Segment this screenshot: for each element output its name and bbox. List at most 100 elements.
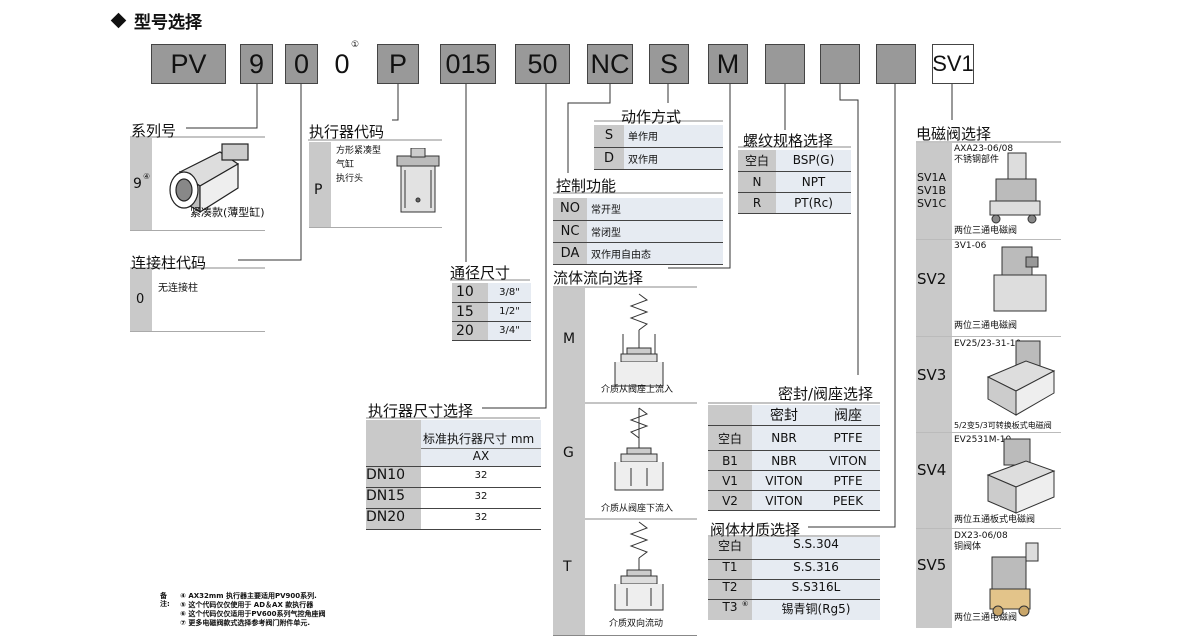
column-code-header: 连接柱代码	[131, 254, 207, 272]
sv5-image	[989, 542, 1039, 617]
note-item: ⑤ 这个代码仅仅使用于 AD＆AX 款执行器	[180, 601, 314, 609]
seal-code: V2	[708, 490, 752, 511]
actuator-size-col-header: 标准执行器尺寸 mm	[423, 432, 535, 446]
solenoid-header: 电磁阀选择	[916, 125, 992, 143]
solenoid-model: 3V1-06	[954, 241, 987, 251]
seal-col2: 阀座	[816, 405, 880, 426]
actuator-code-cell	[309, 142, 331, 227]
column-code-desc: 无连接柱	[158, 283, 198, 294]
body-material: 锡青铜(Rg5)	[752, 600, 880, 620]
control-desc: 常闭型	[587, 220, 723, 243]
flow-caption: 介质从阀座下流入	[601, 504, 674, 514]
code-box-action: S	[649, 44, 689, 84]
solenoid-panel: SV1A SV1B SV1C SV2 SV3 SV4 SV5 AXA23-06/…	[916, 143, 1061, 628]
control-desc: 双作用自由态	[587, 242, 723, 265]
sv3-image	[986, 340, 1056, 416]
seat-material: PTFE	[816, 425, 880, 451]
solenoid-caption: 两位五通板式电磁阀	[954, 515, 1036, 525]
action-desc: 单作用	[624, 125, 723, 148]
body-row: T3 ⑥ 锡青铜(Rg5)	[708, 600, 880, 620]
seal-material: VITON	[752, 470, 816, 491]
code-box-bore: 015	[440, 44, 496, 84]
bore-code: 20	[452, 321, 488, 341]
flow-caption: 介质从阀座上流入	[601, 385, 674, 395]
actuator-size-value: 32	[474, 470, 488, 481]
series-code-cell	[130, 138, 152, 230]
actuator-size-sub-header: AX	[421, 448, 541, 466]
seal-col1: 密封	[752, 405, 816, 426]
flow-header: 流体流向选择	[553, 269, 644, 287]
actuator-code-value: P	[314, 182, 323, 198]
body-material: S.S.304	[752, 537, 880, 559]
code-note-mark: ①	[351, 40, 360, 50]
thread-value: NPT	[776, 171, 851, 193]
body-header: 阀体材质选择	[710, 521, 801, 539]
seal-material: NBR	[752, 450, 816, 471]
code-box-actuator-size: 50	[515, 44, 570, 84]
solenoid-codes: SV1A SV1B SV1C	[917, 171, 947, 210]
bore-header: 通径尺寸	[450, 264, 511, 282]
code-fixed-zero: 0	[334, 48, 350, 79]
seal-material: VITON	[752, 490, 816, 511]
flow-code: T	[563, 559, 572, 575]
solenoid-sub: 不锈钢部件	[954, 155, 1000, 165]
solenoid-codes: SV4	[917, 461, 947, 479]
actuator-size-row: DN10 32	[366, 467, 541, 488]
bore-code: 10	[452, 283, 488, 303]
sv1-image	[989, 152, 1041, 224]
actuator-size-header: 执行器尺寸选择	[368, 402, 474, 420]
note-item: ⑦ 更多电磁阀款式选择参考阀门附件单元.	[180, 619, 311, 627]
thread-value: BSP(G)	[776, 150, 851, 172]
seal-code: B1	[708, 450, 752, 471]
action-code: D	[594, 147, 624, 170]
control-code: NC	[553, 220, 587, 243]
body-row: T1 S.S.316	[708, 560, 880, 580]
thread-code: N	[738, 171, 776, 193]
body-table: 空白 S.S.304 T1 S.S.316 T2 S.S316L T3 ⑥ 锡青…	[708, 537, 880, 621]
bore-size: 1/2"	[488, 302, 531, 322]
action-desc: 双作用	[624, 147, 723, 170]
column-code-panel: 0 无连接柱	[130, 269, 265, 332]
actuator-size-value: 32	[474, 491, 488, 502]
code-box-body	[876, 44, 916, 84]
code-box-actuator: P	[377, 44, 419, 84]
thread-code: 空白	[738, 150, 776, 172]
solenoid-sub: 铜阀体	[954, 542, 982, 552]
code-box-series-prefix: PV	[151, 44, 226, 84]
flow-g-diagram	[614, 407, 664, 491]
actuator-size-panel: 标准执行器尺寸 mm AX DN10 32 DN15 32 DN20 32	[366, 420, 541, 530]
square-actuator-image	[396, 148, 440, 213]
action-header: 动作方式	[621, 108, 682, 126]
solenoid-caption: 两位三通电磁阀	[954, 226, 1018, 236]
body-note-mark: ⑥	[742, 600, 749, 608]
column-code-cell	[130, 269, 152, 331]
code-box-series: 9	[240, 44, 273, 84]
actuator-code-header: 执行器代码	[309, 123, 385, 141]
solenoid-caption: 两位三通电磁阀	[954, 321, 1018, 331]
flow-caption: 介质双向流动	[609, 619, 664, 629]
body-material: S.S316L	[752, 580, 880, 599]
actuator-code-desc-2: 气缸	[336, 160, 355, 170]
solenoid-model: EV25/23-31-10	[954, 339, 1022, 349]
solenoid-codes: SV5	[917, 556, 947, 574]
actuator-code-desc-3: 执行头	[336, 174, 364, 184]
sv2-image	[993, 246, 1047, 312]
solenoid-caption: 5/2变5/3可转换板式电磁阀	[954, 421, 1052, 430]
code-box-solenoid: SV1	[932, 44, 974, 84]
control-desc: 常开型	[587, 198, 723, 221]
body-row: T2 S.S316L	[708, 580, 880, 600]
solenoid-caption: 两位三通电磁阀	[954, 613, 1018, 623]
bore-size: 3/8"	[488, 283, 531, 303]
